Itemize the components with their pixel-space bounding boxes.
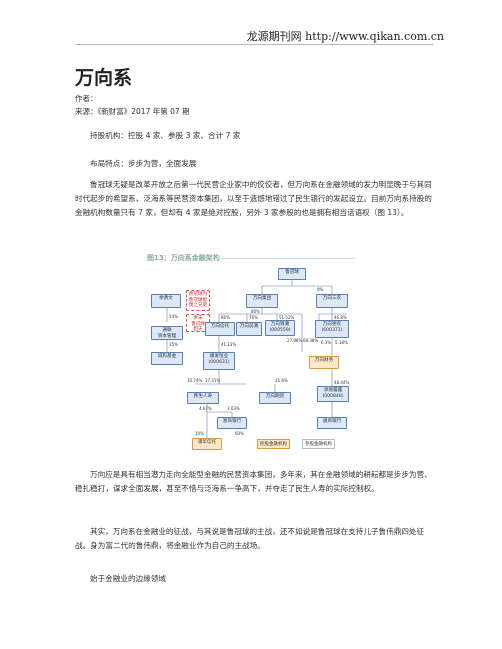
features-line: 布局特点：步步为营，全面发展 [90, 159, 197, 168]
edge-label: 41.13% [221, 342, 237, 347]
node-wanxiang-invest: 万向期货 [259, 392, 291, 404]
paragraph-2: 万向应是具有相当潜力走向全能型金融的民营资本集团，多年来，其在金融领域的耕耘都是… [75, 470, 432, 493]
edge-label: 48.44% [334, 380, 350, 385]
node-zhejiang-bank: 浙商银行 [217, 417, 247, 429]
site-header[interactable]: 龙源期刊网 http://www.qikan.com.cn [246, 30, 444, 43]
figure-title-rule [215, 258, 355, 259]
edge-label: 35% [169, 342, 178, 347]
structure-lines [166, 280, 347, 438]
note-relation-2: 余未 鲁冠球 姐夫 [186, 314, 210, 332]
section-subheading: 始于金融业的边缘领域 [90, 574, 166, 583]
legend-invested: 参股金融机构 [302, 439, 335, 449]
node-wanxiang-group: 万向集团 [246, 294, 278, 308]
edge-label: 80% [251, 309, 260, 314]
edge-label: 9% [317, 287, 324, 292]
edge-label: 27.88% [287, 338, 303, 343]
node-wanxiang-caiwu: 万向财务 [309, 356, 339, 369]
node-puhua: 浦华信托 [192, 438, 222, 450]
edge-label: 10.74% [187, 378, 203, 383]
article-author: 作者： [75, 94, 98, 103]
edge-label: 10% [195, 431, 204, 436]
structure-figure: 图13：万向系金融架构 [147, 252, 358, 452]
figure-title: 图13：万向系金融架构 [147, 254, 220, 262]
node-wanxiang-desheng: 万向德农 (600371) [315, 320, 349, 338]
node-tongchou: 通联 资本管理 [151, 326, 183, 340]
node-tongshang-bank: 通商银行 [317, 417, 347, 429]
note-relation-1: 余冠球为 鲁冠球配 偶之兄弟 [186, 290, 210, 311]
paragraph-3: 其实，万向系在金融业的征战，与其说是鲁冠球的主战，还不如说是鲁冠球在支持儿子鲁伟… [75, 527, 425, 550]
node-minsheng-life: 民生人寿 [187, 392, 219, 404]
article-source: 来源：《新财富》2017 年第 07 期 [75, 107, 190, 116]
node-wanxiang-qianchao: 万向钱潮 (000559) [265, 320, 295, 336]
edge-label: 76% [249, 315, 258, 320]
edge-label: 51.52% [279, 315, 295, 320]
node-wanxiang-sannong: 万向三农 [316, 294, 348, 308]
edge-label: 60% [235, 431, 244, 436]
edge-label: 4.67% [199, 406, 212, 411]
edge-label: 46.8% [334, 315, 347, 320]
node-hanhai: 承德露露 (000848) [317, 386, 349, 402]
header-divider [75, 44, 434, 45]
node-yu-xingwen: 余勇文 [151, 294, 181, 308]
paragraph-1: 鲁冠球无疑是改革开放之后第一代民营企业家中的佼佼者，但万向系在金融领域的发力明显… [75, 180, 432, 217]
node-shunfa: 顺发恒业 (000631) [203, 352, 235, 370]
holdings-line: 持股机构：控股 4 家、参股 3 家、合计 7 家 [90, 131, 241, 140]
edge-label: 86% [221, 315, 230, 320]
edge-label: 25.6% [275, 378, 288, 383]
node-wanxiang-qiji: 万向前潮 [236, 322, 262, 336]
article-title: 万向系 [75, 67, 133, 89]
edge-label: 17.31% [205, 378, 221, 383]
legend-controlled: 控股金融机构 [257, 439, 290, 449]
edge-label: 54% [169, 314, 178, 319]
edge-label: 3.03% [227, 406, 240, 411]
edge-label: 6.3% [321, 340, 332, 345]
edge-label: 5.18% [335, 340, 348, 345]
node-lu-guanqiu: 鲁冠球 [278, 268, 306, 280]
node-wanxiang-trust: 万向信托 [205, 322, 235, 336]
node-xinhe: 诚和基金 [151, 352, 183, 365]
edge-label: 68.38% [303, 338, 319, 343]
